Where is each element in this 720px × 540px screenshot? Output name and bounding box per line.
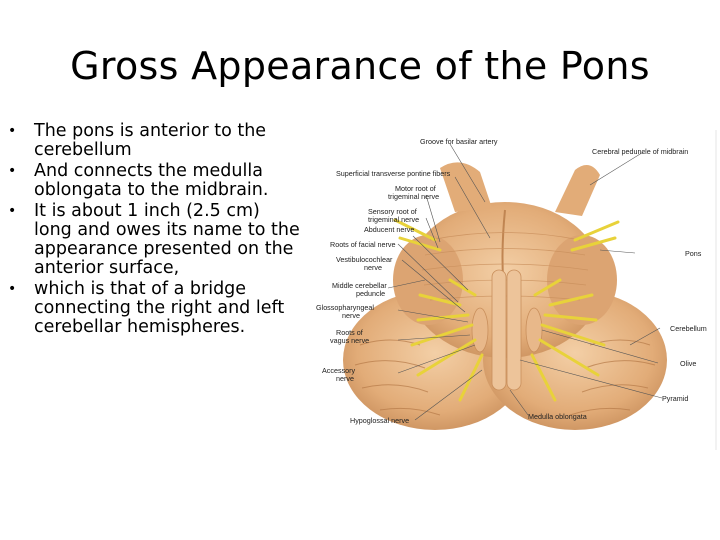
label-vestibulo-2: nerve [364, 263, 382, 272]
bullet-item: • The pons is anterior to the cerebellum [8, 122, 300, 160]
label-accessory-2: nerve [336, 374, 354, 383]
bullet-list: •The pons is anterior to the cerebellum … [8, 122, 300, 339]
label-accessory-1: Accessory [322, 366, 356, 375]
label-pyramid: Pyramid [662, 394, 688, 403]
label-hypoglossal: Hypoglossal nerve [350, 416, 409, 425]
label-medulla: Medulla oblongata [528, 412, 587, 421]
slide-title: Gross Appearance of the Pons [70, 44, 650, 88]
right-cerebral-peduncle [555, 165, 600, 216]
label-pons: Pons [685, 249, 702, 258]
label-cerebral-peduncle: Cerebral peduncle of midbrain [592, 147, 688, 156]
label-groove: Groove for basilar artery [420, 137, 498, 146]
label-motor-root-1: Motor root of [395, 184, 436, 193]
label-middle-cerebellar-1: Middle cerebellar [332, 281, 387, 290]
bullet-text: It is about 1 inch (2.5 cm) long and owe… [34, 201, 300, 278]
bullet-glyph: • [8, 281, 17, 297]
right-pyramid [506, 269, 522, 391]
cranial-nerves [393, 218, 620, 402]
label-glosso-1: Glossopharyngeal [316, 303, 374, 312]
bullet-text: The pons is anterior to the cerebellum [34, 121, 267, 160]
bullet-glyph: • [8, 163, 17, 179]
label-cerebellum: Cerebellum [670, 324, 707, 333]
bullet-text: And connects the medulla oblongata to th… [34, 161, 269, 200]
label-sensory-root-1: Sensory root of [368, 207, 417, 216]
label-vestibulo-1: Vestibulocochlear [336, 255, 393, 264]
label-middle-cerebellar-2: peduncle [356, 289, 385, 298]
right-olive [525, 307, 543, 353]
label-facial-nerve: Roots of facial nerve [330, 240, 396, 249]
bullet-item: • And connects the medulla oblongata to t… [8, 162, 300, 200]
label-vagus-2: vagus nerve [330, 336, 369, 345]
left-pyramid [491, 269, 507, 391]
label-glosso-2: nerve [342, 311, 360, 320]
label-abducent: Abducent nerve [364, 225, 414, 234]
label-vagus-1: Roots of [336, 328, 363, 337]
label-olive: Olive [680, 359, 696, 368]
label-sensory-root-2: trigeminal nerve [368, 215, 419, 224]
label-superficial-fibers: Superficial transverse pontine fibers [336, 169, 451, 178]
bullet-text: which is that of a bridge connecting the… [34, 279, 285, 337]
leader-lines [387, 143, 663, 421]
bullet-glyph: • [8, 123, 17, 139]
bullet-glyph: • [8, 203, 17, 219]
bullet-item: • which is that of a bridge connecting th… [8, 280, 300, 337]
label-motor-root-2: trigeminal nerve [388, 192, 439, 201]
pons-anatomy-figure: Groove for basilar artery Cerebral pedun… [316, 130, 717, 450]
bullet-item: • It is about 1 inch (2.5 cm) long and o… [8, 202, 300, 278]
left-cerebral-peduncle [440, 162, 492, 212]
